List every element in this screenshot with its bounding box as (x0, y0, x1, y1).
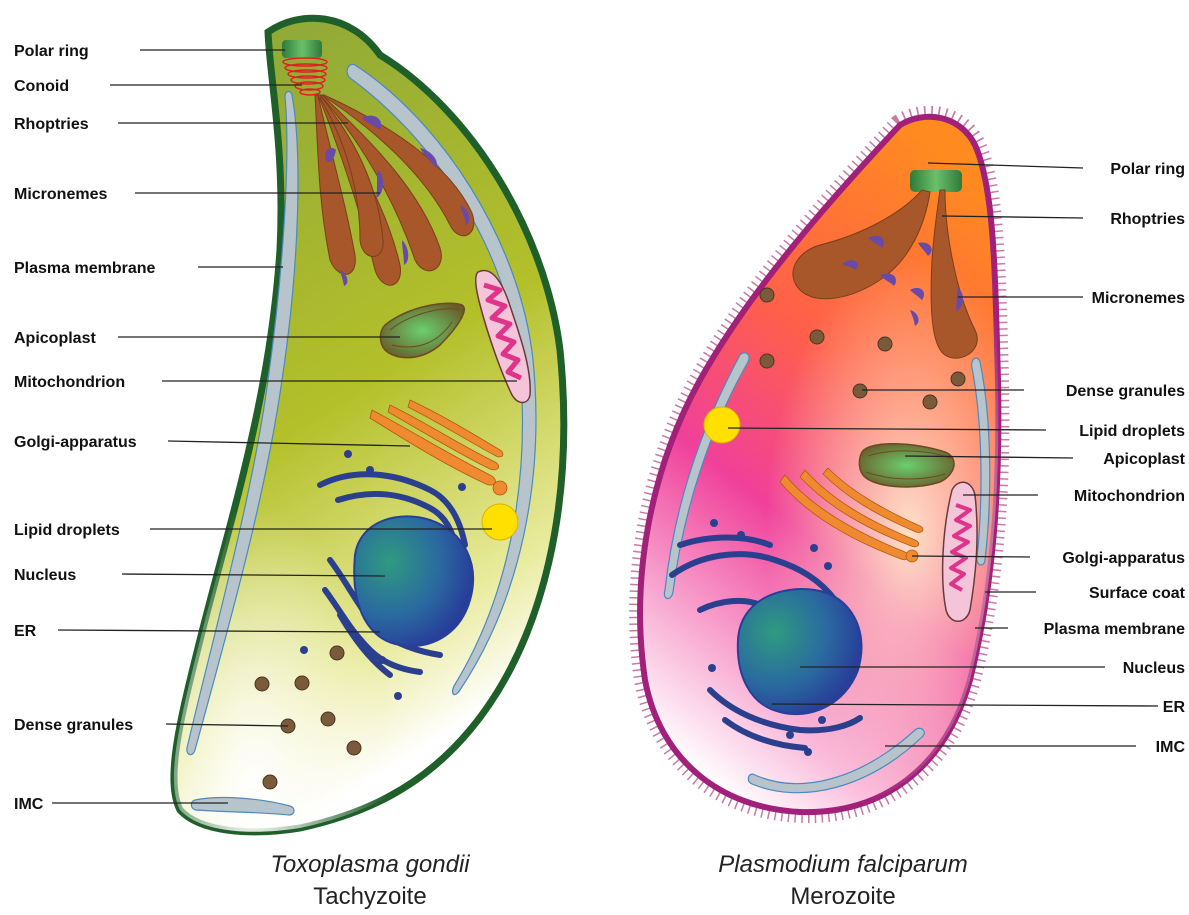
toxo-label-rhoptries: Rhoptries (14, 116, 89, 133)
plasmo-label-golgi: Golgi-apparatus (1062, 550, 1185, 567)
plasmo-stage-caption: Merozoite (790, 883, 895, 910)
toxo-lipid-droplet (482, 504, 518, 540)
toxo-label-mitochondrion: Mitochondrion (14, 374, 125, 391)
plasmo-label-polar-ring: Polar ring (1110, 161, 1185, 178)
plasmo-lipid-droplet (704, 407, 740, 443)
toxoplasma-cell (174, 18, 564, 832)
plasmo-label-rhoptries: Rhoptries (1110, 211, 1185, 228)
toxo-label-nucleus: Nucleus (14, 567, 76, 584)
toxo-labels: Polar ring Conoid Rhoptries Micronemes P… (14, 43, 156, 813)
plasmodium-cell (640, 117, 998, 812)
toxo-label-lipid-droplets: Lipid droplets (14, 522, 120, 539)
toxo-stage-caption: Tachyzoite (313, 883, 426, 910)
plasmo-label-mitochondrion: Mitochondrion (1074, 488, 1185, 505)
toxo-label-micronemes: Micronemes (14, 186, 107, 203)
plasmo-polar-ring (910, 170, 962, 192)
toxo-label-polar-ring: Polar ring (14, 43, 89, 60)
toxo-species-caption: Toxoplasma gondii (270, 851, 470, 878)
plasmo-label-er: ER (1163, 699, 1186, 716)
toxo-label-imc: IMC (14, 796, 44, 813)
plasmo-label-micronemes: Micronemes (1092, 290, 1185, 307)
toxo-label-er: ER (14, 623, 37, 640)
plasmo-nucleus (738, 589, 862, 714)
plasmo-apicoplast (859, 444, 954, 487)
plasmo-label-dense-granules: Dense granules (1066, 383, 1185, 400)
toxo-label-conoid: Conoid (14, 78, 69, 95)
plasmo-label-apicoplast: Apicoplast (1103, 451, 1185, 468)
plasmo-label-nucleus: Nucleus (1123, 660, 1185, 677)
plasmo-species-caption: Plasmodium falciparum (718, 851, 967, 878)
toxo-label-golgi: Golgi-apparatus (14, 434, 137, 451)
plasmo-label-plasma-membrane: Plasma membrane (1044, 621, 1186, 638)
toxo-cell-fade (174, 18, 564, 832)
plasmo-label-surface-coat: Surface coat (1089, 585, 1186, 602)
toxo-label-apicoplast: Apicoplast (14, 330, 96, 347)
toxo-label-plasma-membrane: Plasma membrane (14, 260, 156, 277)
toxo-polar-ring (282, 40, 322, 58)
toxo-label-dense-granules: Dense granules (14, 717, 133, 734)
plasmo-label-imc: IMC (1156, 739, 1186, 756)
toxo-nucleus (354, 516, 473, 646)
plasmo-label-lipid-droplets: Lipid droplets (1079, 423, 1185, 440)
